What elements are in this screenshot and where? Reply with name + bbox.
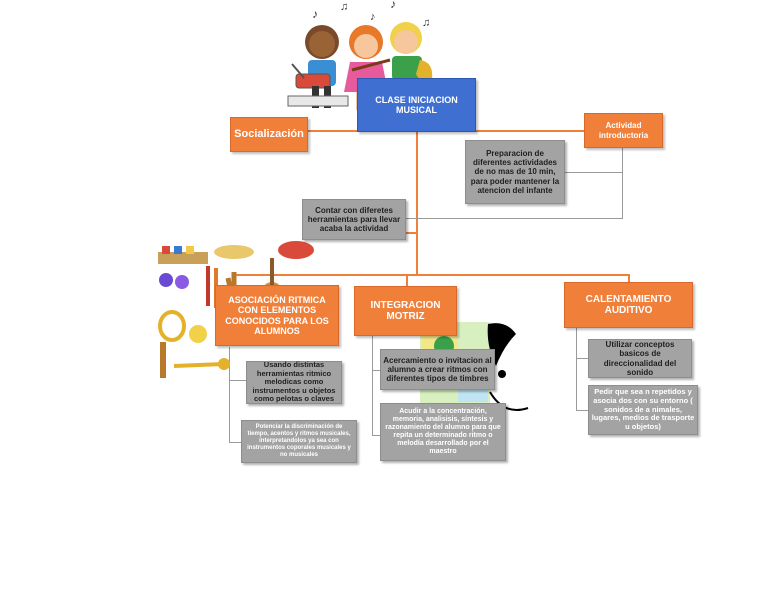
asociacion-ritmica-node: ASOCIACIÓN RITMICA CON ELEMENTOS CONOCID… bbox=[215, 285, 339, 346]
connector bbox=[372, 370, 381, 371]
connector bbox=[476, 130, 584, 132]
svg-text:♪: ♪ bbox=[370, 11, 376, 23]
children-playing-instruments-image: ♪ ♫ ♪ ♪ ♫ bbox=[287, 0, 433, 110]
connector bbox=[416, 130, 418, 275]
connector bbox=[622, 148, 623, 218]
connector bbox=[628, 274, 630, 284]
integracion-motriz-node: INTEGRACION MOTRIZ bbox=[354, 286, 457, 336]
socializacion-node: Socialización bbox=[230, 117, 308, 152]
connector bbox=[372, 435, 381, 436]
asociacion-detail-1: Usando distintas herramientas ritmico me… bbox=[246, 360, 342, 404]
integracion-detail-1: Acercamiento o invitacion al alumno a cr… bbox=[380, 349, 495, 390]
connector bbox=[229, 380, 247, 381]
connector bbox=[308, 130, 370, 132]
connector bbox=[576, 358, 588, 359]
herramientas-detail: Contar con diferetes herramientas para l… bbox=[302, 199, 406, 240]
svg-text:♪: ♪ bbox=[390, 0, 396, 11]
calentamiento-detail-1: Utilizar conceptos basicos de direcciona… bbox=[588, 339, 692, 378]
svg-text:♪: ♪ bbox=[312, 7, 318, 21]
connector bbox=[229, 347, 230, 443]
integracion-detail-2: Acudir a la concentración, memoria, anal… bbox=[380, 403, 506, 461]
svg-text:♫: ♫ bbox=[340, 1, 348, 13]
connector bbox=[229, 442, 242, 443]
connector bbox=[576, 410, 588, 411]
svg-text:♫: ♫ bbox=[422, 17, 430, 29]
connector bbox=[406, 274, 408, 286]
connector bbox=[405, 218, 623, 219]
calentamiento-detail-2: Pedir que sea n repetidos y asocia dos c… bbox=[588, 385, 698, 435]
connector bbox=[406, 232, 418, 234]
asociacion-detail-2: Potenciar la discriminación de tiempo, a… bbox=[241, 420, 357, 463]
calentamiento-auditivo-node: CALENTAMIENTO AUDITIVO bbox=[564, 282, 693, 328]
connector bbox=[372, 336, 373, 436]
preparacion-detail: Preparacion de diferentes actividades de… bbox=[465, 140, 565, 204]
connector bbox=[576, 328, 577, 410]
connector bbox=[232, 274, 630, 276]
central-topic-node: CLASE INICIACION MUSICAL bbox=[357, 78, 476, 132]
actividad-introductoria-node: Actividad introductoria bbox=[584, 113, 663, 148]
connector bbox=[565, 172, 623, 173]
